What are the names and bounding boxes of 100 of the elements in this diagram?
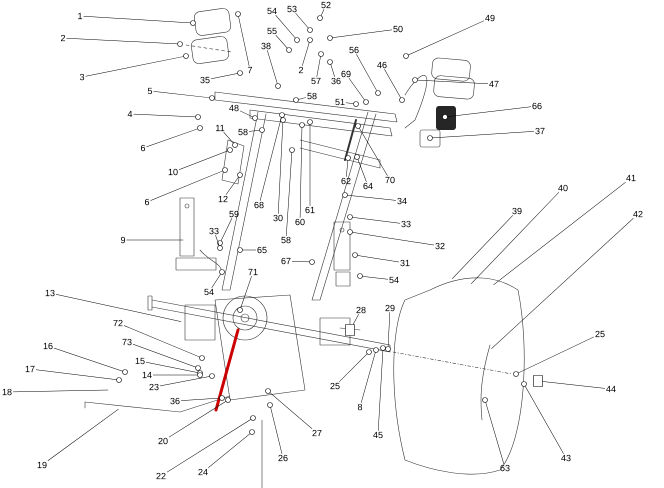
part-symbol <box>209 373 215 379</box>
leader-line <box>320 9 324 16</box>
callout-number: 41 <box>626 174 636 182</box>
leader-line <box>332 30 392 38</box>
part-symbol <box>227 147 233 153</box>
callout-number: 19 <box>38 462 47 468</box>
leader-line <box>352 314 359 324</box>
callout-number: 42 <box>633 210 643 218</box>
part-symbol <box>209 95 215 101</box>
callout-number: 54 <box>204 288 214 296</box>
leader-line <box>286 152 292 236</box>
callout-number: 67 <box>281 258 291 264</box>
part-symbol <box>286 47 292 53</box>
leader-line <box>491 218 634 349</box>
leader-line <box>83 16 190 24</box>
leader-line <box>408 20 484 56</box>
callout-number: 7 <box>248 66 252 74</box>
part-symbol <box>533 375 543 387</box>
leader-line <box>384 69 401 98</box>
leader-line <box>215 235 220 246</box>
leader-line <box>240 110 253 118</box>
leader-line <box>226 177 239 195</box>
callout-number: 56 <box>349 46 359 54</box>
callout-number: 2 <box>60 34 66 42</box>
callout-number: 6 <box>140 144 146 152</box>
callout-number: 72 <box>113 320 123 326</box>
part-symbol <box>275 83 281 89</box>
callout-number: 69 <box>341 70 351 78</box>
part-symbol <box>122 369 128 375</box>
callout-number: 36 <box>170 398 180 404</box>
part-symbol <box>347 229 353 235</box>
callout-number: 11 <box>216 124 224 132</box>
callout-number: 58 <box>238 128 248 136</box>
part-symbol <box>225 397 231 403</box>
leader-line <box>210 73 238 79</box>
leader-line <box>378 350 384 431</box>
part-symbol <box>353 101 359 107</box>
part-symbol <box>352 252 358 258</box>
part-symbol <box>317 15 323 21</box>
callout-number: 10 <box>168 168 178 176</box>
part-symbol <box>259 127 265 133</box>
leader-line <box>267 50 278 84</box>
callout-number: 52 <box>321 2 331 8</box>
leader-line <box>525 386 564 454</box>
leader-line <box>153 91 210 98</box>
callout-number: 58 <box>307 92 317 100</box>
leader-line <box>36 370 116 380</box>
leader-line <box>542 381 606 389</box>
callout-number: 5 <box>148 88 152 94</box>
leader-line <box>270 407 282 454</box>
callout-number: 51 <box>335 98 345 106</box>
part-symbol <box>482 397 488 403</box>
callout-number: 65 <box>257 246 267 254</box>
leader-line <box>160 376 210 386</box>
part-symbol <box>265 388 271 394</box>
part-symbol <box>199 355 205 361</box>
part-symbol <box>327 35 333 41</box>
leader-line <box>358 255 400 262</box>
part-symbol <box>252 115 258 121</box>
leader-line <box>348 195 396 201</box>
leader-line <box>292 261 310 262</box>
leader-line <box>124 325 200 358</box>
part-symbol <box>190 20 196 26</box>
leader-line <box>296 13 308 28</box>
leader-line <box>240 276 252 308</box>
part-symbol <box>363 99 369 105</box>
callout-number: 17 <box>26 366 35 372</box>
leader-line <box>12 390 108 392</box>
callout-number: 32 <box>435 242 445 250</box>
part-symbol <box>385 346 391 352</box>
callout-number: 13 <box>46 290 55 296</box>
part-symbol <box>347 214 353 220</box>
part-symbol <box>299 122 305 128</box>
leader-line <box>146 128 198 147</box>
callout-number: 64 <box>363 182 373 190</box>
part-symbol <box>427 135 433 141</box>
callout-number: 55 <box>267 28 277 34</box>
part-symbol <box>279 112 285 118</box>
leader-line <box>518 336 594 374</box>
leader-line <box>452 215 514 279</box>
callout-number: 38 <box>261 42 271 50</box>
callout-number: 31 <box>400 260 410 266</box>
callout-number: 53 <box>287 6 297 12</box>
leader-line <box>180 398 220 401</box>
callout-number: 40 <box>558 184 568 192</box>
leader-line <box>356 54 377 91</box>
callout-number: 3 <box>80 74 84 80</box>
callout-number: 59 <box>229 210 239 218</box>
leader-line <box>486 402 504 464</box>
leader-line <box>178 150 228 170</box>
part-symbol <box>237 172 243 178</box>
part-symbol <box>195 365 201 371</box>
callout-number: 63 <box>500 464 510 472</box>
part-symbol <box>399 97 405 103</box>
callout-number: 30 <box>273 214 283 222</box>
leader-line <box>146 362 198 373</box>
callout-number: 33 <box>401 220 411 228</box>
part-symbol <box>219 395 225 401</box>
leader-line <box>348 78 365 100</box>
callout-number: 9 <box>120 236 126 244</box>
